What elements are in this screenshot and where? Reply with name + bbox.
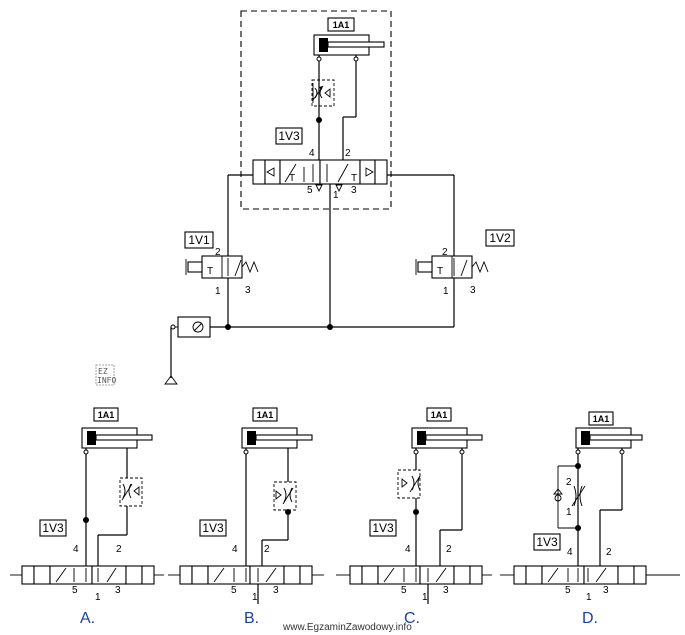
svg-text:3: 3: [351, 185, 357, 196]
svg-text:T: T: [289, 173, 295, 184]
svg-text:2: 2: [264, 544, 270, 555]
svg-text:1: 1: [95, 592, 101, 603]
svg-text:2: 2: [606, 547, 612, 558]
option-b: 1A1 1V3 4 2 5 3 1 B.: [168, 407, 324, 627]
watermark: www.EgzaminZawodowy.info: [282, 622, 412, 633]
svg-text:1: 1: [443, 286, 449, 297]
option-a-letter: A.: [80, 610, 95, 627]
cylinder-tag: 1A1: [333, 20, 350, 30]
option-d: 1A1 2 1 1V3 4 2 5: [500, 411, 680, 627]
svg-text:T: T: [351, 173, 357, 184]
option-c: 1A1 1V3 4 2 5 3 1 C.: [336, 407, 492, 627]
valve-1v3: T T 1V3 4 2 5 3 1: [252, 127, 388, 201]
option-a: 1A1 1V3 4 2 5 3 1 A.: [10, 407, 164, 627]
svg-text:1V3: 1V3: [202, 521, 224, 535]
svg-text:4: 4: [309, 148, 315, 159]
svg-text:1V3: 1V3: [372, 521, 394, 535]
svg-text:4: 4: [567, 547, 573, 558]
svg-text:1A1: 1A1: [257, 410, 274, 420]
svg-text:5: 5: [72, 585, 78, 596]
cylinder-1a1: 1A1: [313, 17, 385, 56]
svg-text:1: 1: [215, 286, 221, 297]
svg-text:4: 4: [232, 544, 238, 555]
svg-text:3: 3: [443, 585, 449, 596]
svg-text:3: 3: [273, 585, 279, 596]
svg-text:1: 1: [586, 592, 592, 603]
svg-text:4: 4: [73, 544, 79, 555]
svg-text:2: 2: [116, 544, 122, 555]
svg-text:5: 5: [231, 585, 237, 596]
valve-1v2: T 1V2 2 1 3: [415, 229, 515, 297]
option-c-letter: C.: [404, 610, 420, 627]
throttle-check-valve: [311, 79, 335, 107]
svg-text:2: 2: [215, 247, 221, 258]
option-b-letter: B.: [244, 610, 259, 627]
svg-text:3: 3: [603, 585, 609, 596]
svg-text:EZ: EZ: [98, 367, 108, 376]
svg-text:2: 2: [446, 544, 452, 555]
svg-text:3: 3: [245, 285, 251, 296]
svg-text:1A1: 1A1: [593, 414, 610, 424]
svg-text:1A1: 1A1: [98, 410, 115, 420]
svg-text:1: 1: [422, 592, 428, 603]
svg-text:1A1: 1A1: [431, 410, 448, 420]
valve-main-tag: 1V3: [278, 129, 300, 143]
svg-text:T: T: [437, 266, 443, 277]
valve-left-tag: 1V1: [188, 233, 210, 247]
service-unit: [164, 316, 211, 385]
valve-1v1: T 1V1 2 1 3: [184, 231, 259, 297]
svg-text:1V3: 1V3: [536, 535, 558, 549]
svg-text:2: 2: [566, 477, 572, 488]
svg-text:5: 5: [565, 585, 571, 596]
svg-text:4: 4: [405, 544, 411, 555]
svg-text:1V3: 1V3: [42, 521, 64, 535]
svg-text:T: T: [207, 266, 213, 277]
svg-text:2: 2: [442, 247, 448, 258]
dashed-boundary: [240, 10, 392, 210]
ez-info-logo: EZ INFO: [95, 364, 116, 386]
svg-text:5: 5: [401, 585, 407, 596]
svg-text:3: 3: [115, 585, 121, 596]
svg-text:1: 1: [333, 190, 339, 201]
svg-text:3: 3: [470, 285, 476, 296]
svg-text:1: 1: [252, 592, 258, 603]
option-d-letter: D.: [582, 610, 598, 627]
svg-text:2: 2: [345, 148, 351, 159]
svg-text:1: 1: [566, 507, 572, 518]
svg-text:INFO: INFO: [97, 376, 116, 385]
valve-right-tag: 1V2: [489, 231, 511, 245]
main-circuit: 1A1: [95, 10, 515, 386]
svg-text:5: 5: [307, 185, 313, 196]
